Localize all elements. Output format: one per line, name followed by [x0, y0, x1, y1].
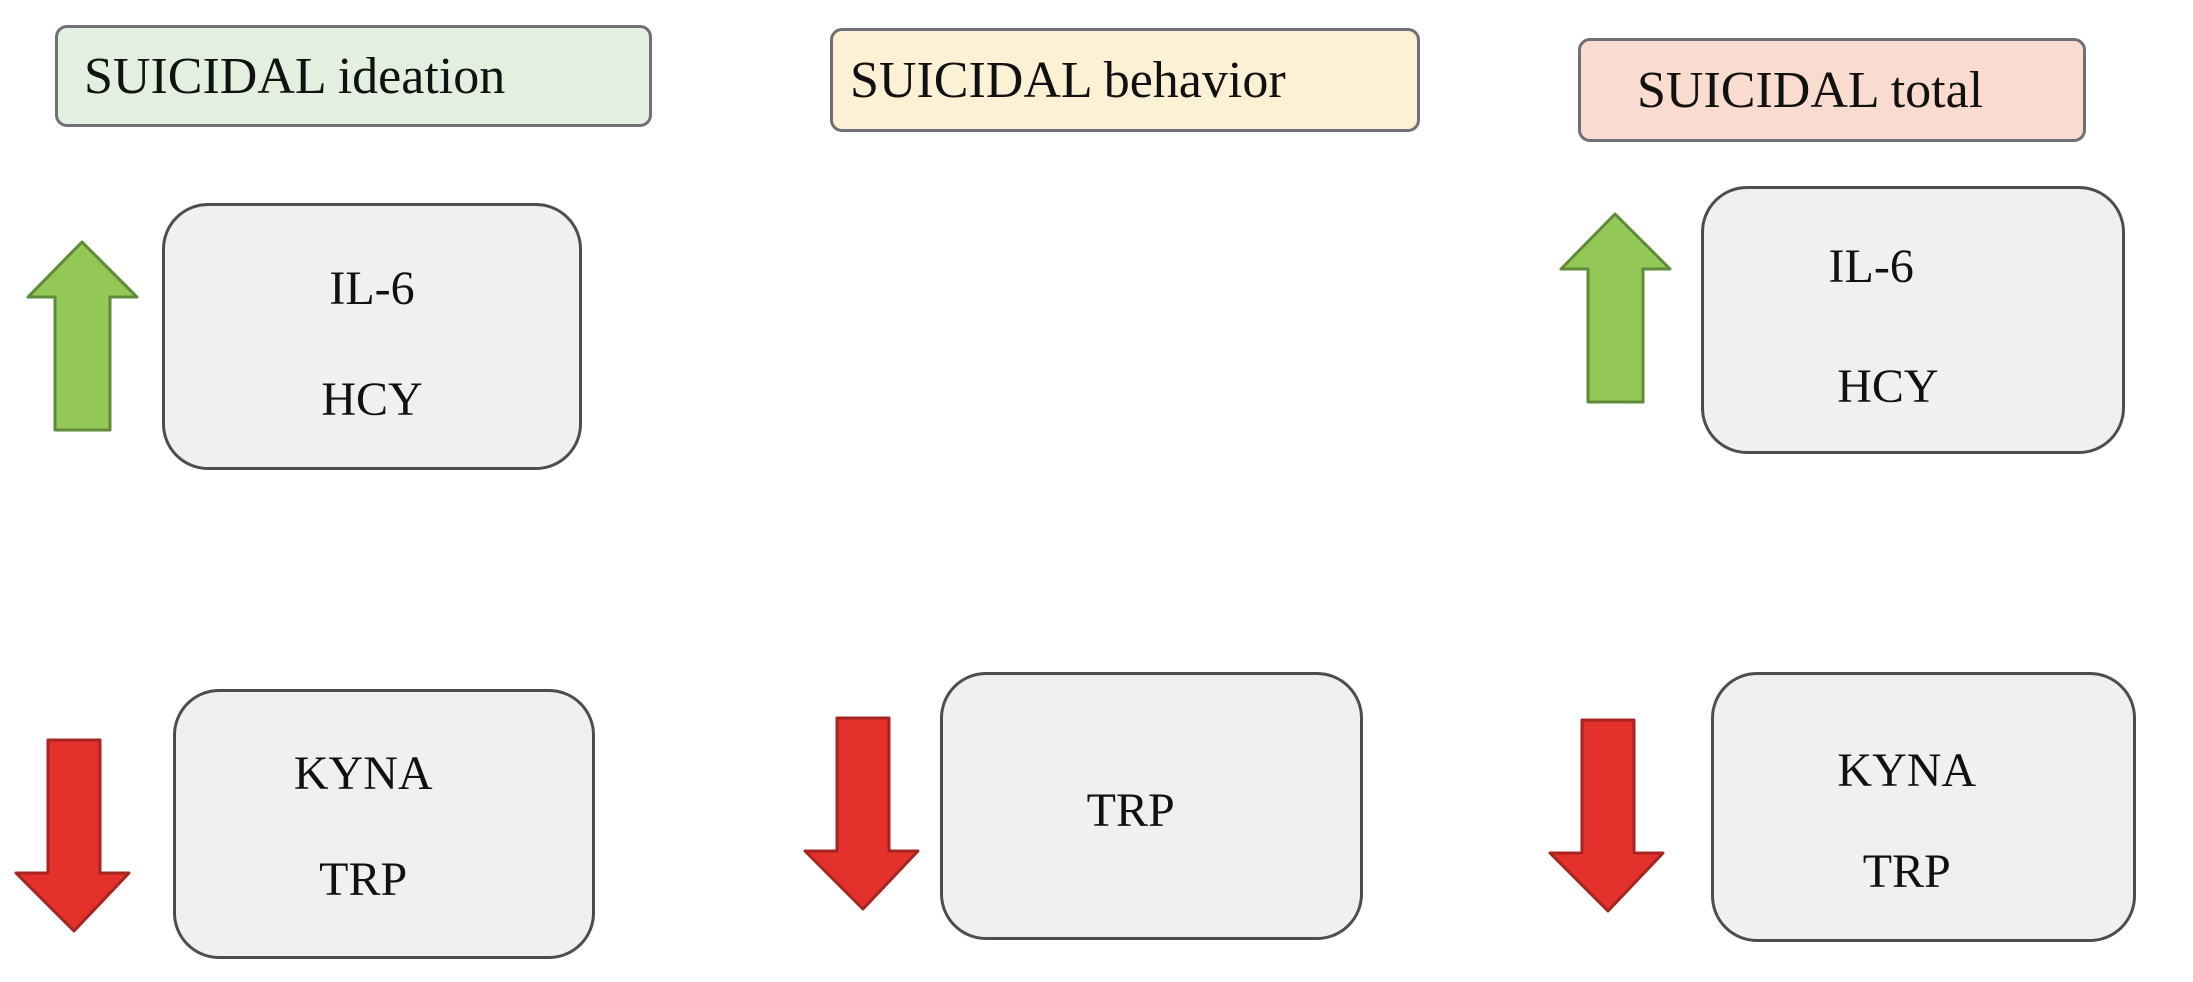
biomarker-trp: TRP — [1086, 784, 1175, 837]
arrow-up-icon — [1559, 212, 1672, 404]
biomarker-il6: IL-6 — [1828, 240, 1914, 293]
header-label: SUICIDAL behavior — [850, 51, 1286, 109]
arrow-down-icon — [803, 716, 920, 911]
arrow-up-icon — [26, 240, 139, 432]
biomarker-il6: IL-6 — [329, 262, 415, 315]
increased-box-ideation: IL-6 HCY — [162, 203, 582, 470]
biomarker-trp: TRP — [1862, 845, 1951, 898]
decreased-box-behavior: TRP — [940, 672, 1363, 940]
biomarker-kyna: KYNA — [1837, 744, 1977, 797]
header-suicidal-total: SUICIDAL total — [1578, 38, 2086, 142]
arrow-down-icon — [1548, 718, 1665, 913]
biomarker-kyna: KYNA — [293, 747, 433, 800]
decreased-box-ideation: KYNA TRP — [173, 689, 595, 959]
biomarker-hcy: HCY — [321, 373, 423, 426]
header-suicidal-ideation: SUICIDAL ideation — [55, 25, 652, 127]
decreased-box-total: KYNA TRP — [1711, 672, 2136, 942]
header-label: SUICIDAL ideation — [84, 47, 506, 105]
arrow-down-icon — [14, 738, 131, 933]
biomarker-hcy: HCY — [1837, 360, 1939, 413]
header-suicidal-behavior: SUICIDAL behavior — [830, 28, 1420, 132]
biomarker-trp: TRP — [319, 853, 408, 906]
header-label: SUICIDAL total — [1637, 61, 1984, 119]
increased-box-total: IL-6 HCY — [1701, 186, 2125, 454]
